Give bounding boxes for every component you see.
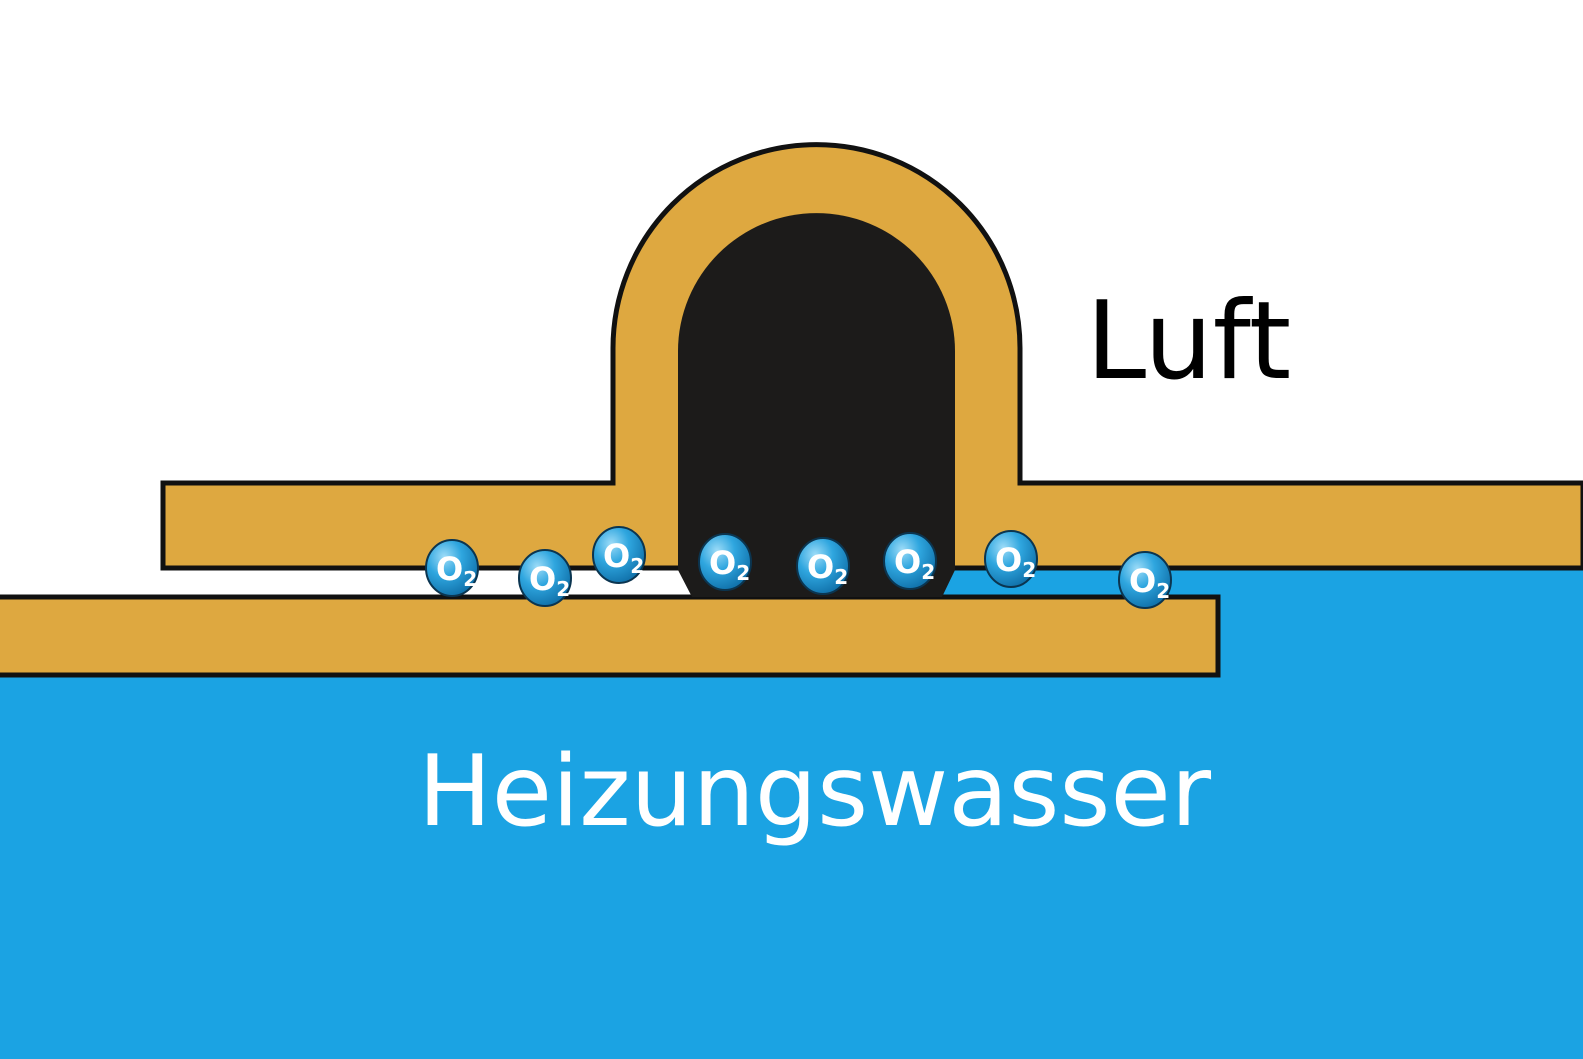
molecule-bubble [796, 537, 850, 595]
air-label: Luft [1086, 279, 1291, 404]
molecule-bubble [518, 549, 572, 607]
oxygen-molecule: O2 [698, 533, 752, 591]
oxygen-molecule: O2 [592, 526, 646, 584]
molecule-bubble [425, 539, 479, 597]
seal-gasket [678, 213, 955, 597]
oxygen-molecule: O2 [425, 539, 479, 597]
molecule-bubble [883, 532, 937, 590]
oxygen-molecule: O2 [518, 549, 572, 607]
molecule-label: O2 [436, 550, 477, 591]
oxygen-molecule: O2 [796, 537, 850, 595]
oxygen-molecule: O2 [883, 532, 937, 590]
molecule-bubble [698, 533, 752, 591]
molecule-bubble [1118, 551, 1172, 609]
oxygen-molecule: O2 [1118, 551, 1172, 609]
heating-water [0, 675, 1583, 1059]
water-label: Heizungswasser [418, 735, 1212, 849]
molecule-bubble [984, 530, 1038, 588]
molecule-label: O2 [1129, 562, 1170, 603]
lower-plate [0, 594, 1221, 678]
molecule-bubble [592, 526, 646, 584]
oxygen-molecule: O2 [984, 530, 1038, 588]
